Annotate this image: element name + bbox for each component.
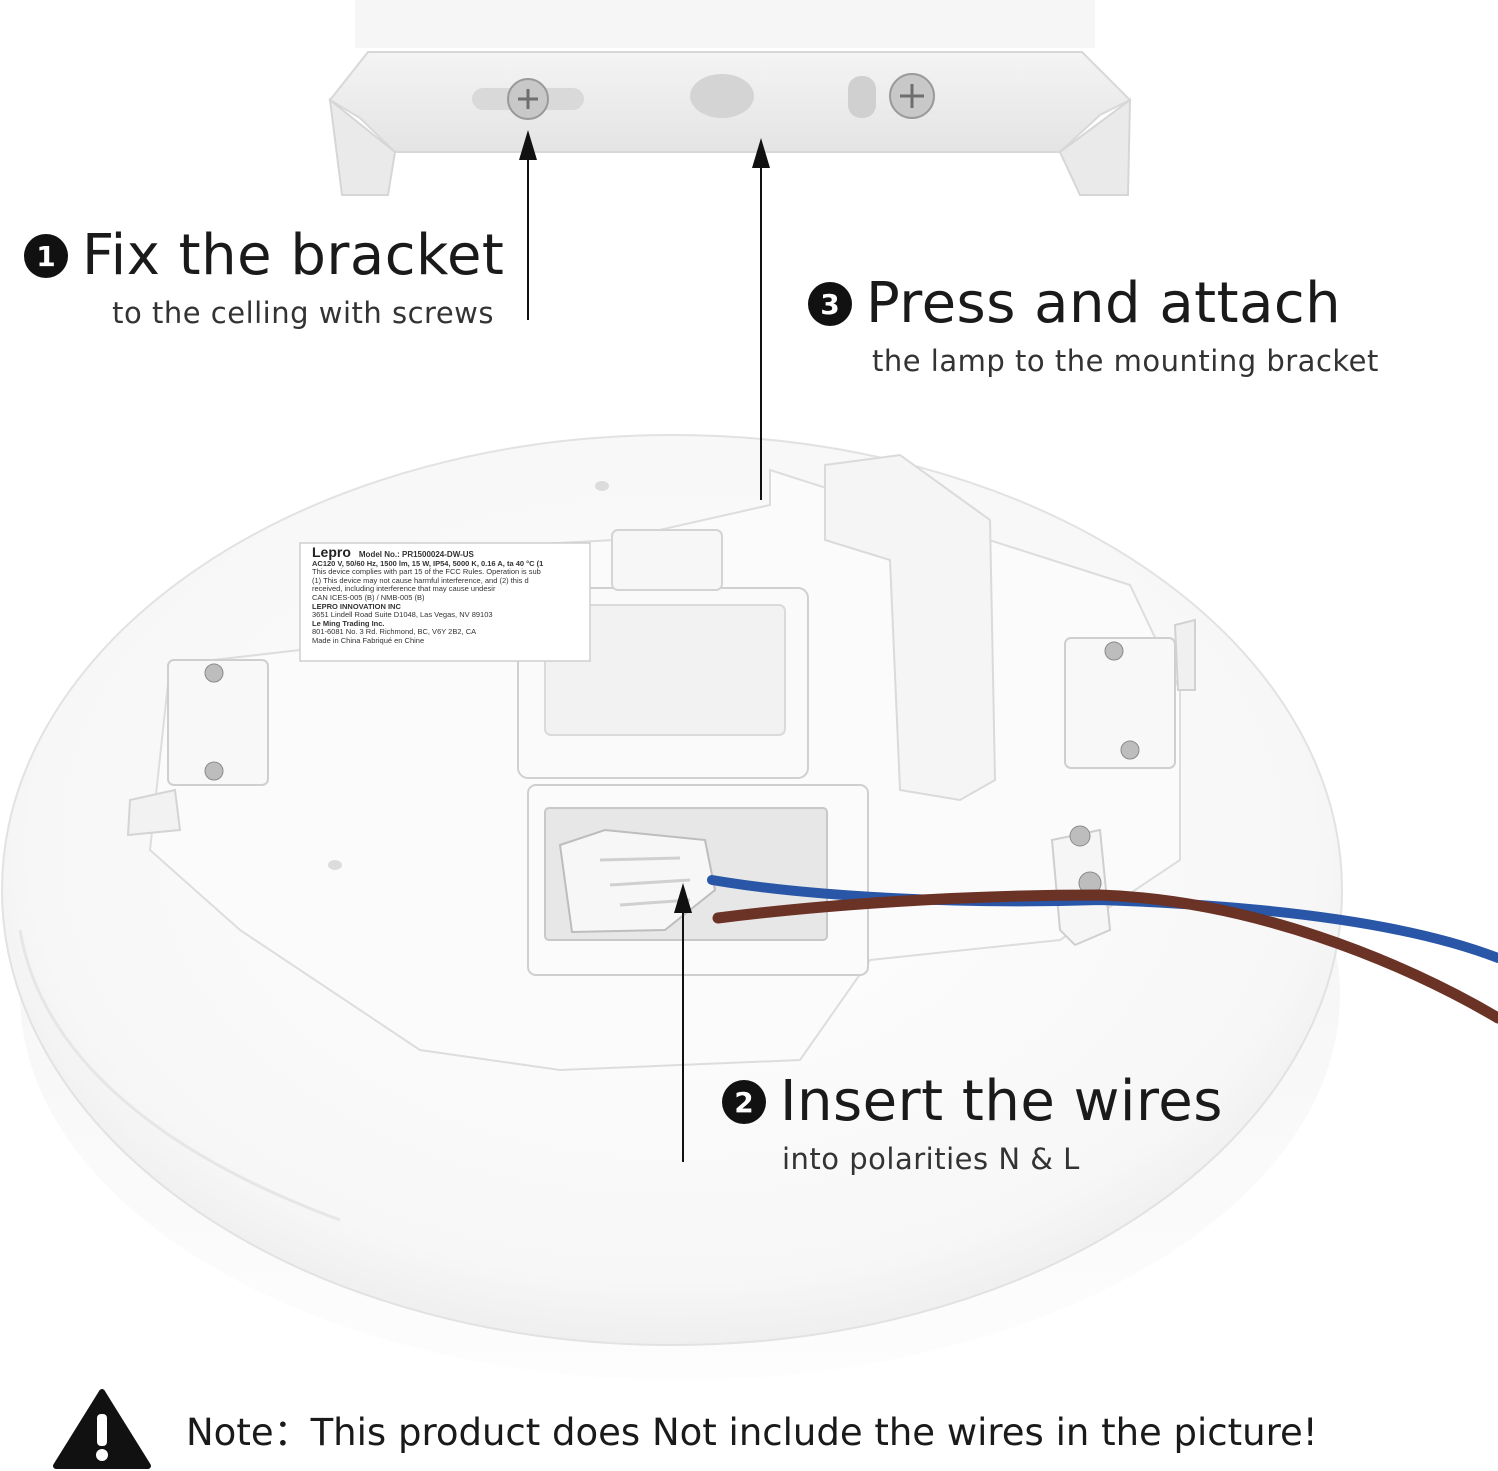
product-illustration (1, 0, 1498, 1380)
product-label-text: Lepro Model No.: PR1500024-DW-US AC120 V… (312, 544, 587, 646)
step-2-badge: 2 (722, 1080, 766, 1124)
leader-arrows (519, 130, 770, 1162)
label-line: received, including interference that ma… (312, 585, 496, 594)
label-line: 3651 Lindell Road Suite D1048, Las Vegas… (312, 611, 493, 620)
step-3-badge: 3 (808, 282, 852, 326)
label-line: (1) This device may not cause harmful in… (312, 576, 529, 585)
step-2-subtitle: into polarities N & L (782, 1142, 1080, 1176)
step-1-title: Fix the bracket (82, 223, 505, 288)
wires (707, 875, 1498, 1024)
warning-triangle-icon (53, 1389, 151, 1469)
step-3-subtitle: the lamp to the mounting bracket (872, 344, 1379, 378)
step-3-callout: 3 Press and attach the lamp to the mount… (808, 276, 1379, 378)
note-banner: Note：This product does Not include the w… (52, 1388, 1318, 1470)
label-line: CAN ICES-005 (B) / NMB-005 (B) (312, 593, 425, 602)
label-line: 801-6081 No. 3 Rd. Richmond, BC, V6Y 2B2… (312, 628, 477, 637)
label-line: Le Ming Trading Inc. (312, 619, 385, 628)
label-line: AC120 V, 50/60 Hz, 1500 lm, 15 W, IP54, … (312, 559, 544, 568)
product-label (299, 542, 591, 662)
lamp-body (1, 434, 1343, 1380)
step-3-title: Press and attach (866, 271, 1342, 336)
label-line: LEPRO INNOVATION INC (312, 602, 401, 611)
label-model: Model No.: PR1500024-DW-US (358, 550, 474, 559)
step-1-badge: 1 (24, 234, 68, 278)
step-2-title: Insert the wires (780, 1069, 1223, 1134)
step-1-callout: 1 Fix the bracket to the celling with sc… (24, 228, 504, 330)
mounting-bracket (328, 0, 1132, 196)
step-2-callout: 2 Insert the wires into polarities N & L (722, 1074, 1223, 1176)
label-line: Made in China Fabriqué en Chine (312, 636, 425, 645)
label-line: This device complies with part 15 of the… (312, 568, 541, 577)
brand-logo: Lepro (312, 544, 351, 560)
note-text: Note：This product does Not include the w… (186, 1411, 1318, 1454)
step-1-subtitle: to the celling with screws (112, 296, 494, 330)
